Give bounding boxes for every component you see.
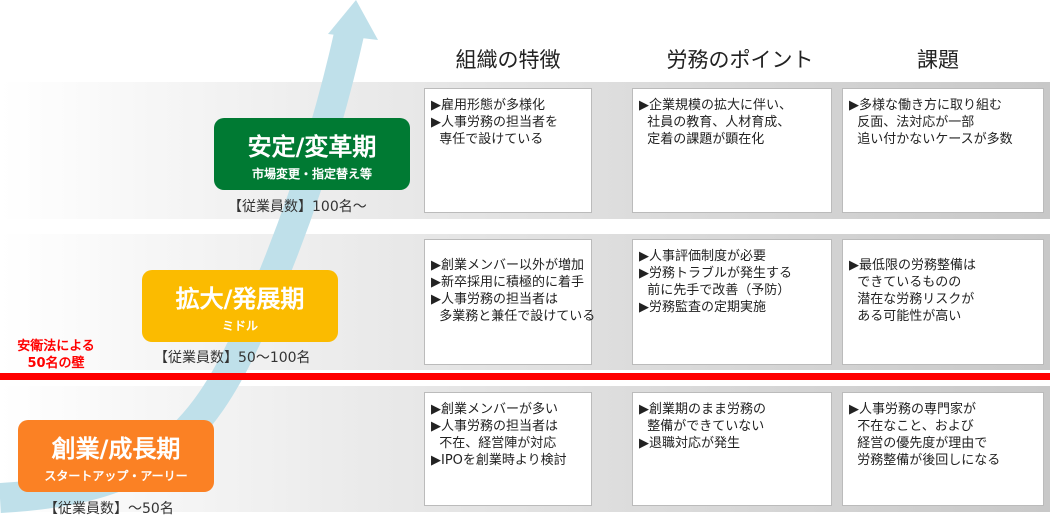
header-issues: 課題 — [917, 48, 959, 72]
phase-subtitle: ミドル — [221, 319, 258, 333]
cell-startup-labor: ▶創業期のまま労務の 整備ができていない ▶退職対応が発生 — [632, 392, 832, 506]
cell-expansion-issues: ▶最低限の労務整備は できているものの 潜在な労務リスクが ある可能性が高い — [842, 239, 1044, 365]
cell-expansion-organization: ▶創業メンバー以外が増加 ▶新卒採用に積極的に着手 ▶人事労務の担当者は 多業務… — [424, 239, 595, 365]
phase-stable: 安定/変革期市場変更・指定替え等 — [214, 118, 410, 190]
phase-subtitle: 市場変更・指定替え等 — [251, 167, 372, 181]
fifty-employee-wall-line — [0, 373, 1050, 380]
employee-count: 【従業員数】〜50名 — [44, 501, 174, 517]
header-organization: 組織の特徴 — [455, 48, 561, 72]
cell-startup-issues: ▶人事労務の専門家が 不在なこと、および 経営の優先度が理由で 労務整備が後回し… — [842, 392, 1044, 506]
phase-subtitle: スタートアップ・アーリー — [44, 469, 188, 483]
cell-stable-issues: ▶多様な働き方に取り組む 反面、法対応が一部 追い付かないケースが多数 — [842, 88, 1044, 213]
phase-title: 創業/成長期 — [51, 435, 181, 463]
cell-startup-organization: ▶創業メンバーが多い ▶人事労務の担当者は 不在、経営陣が対応 ▶IPOを創業時… — [424, 392, 592, 506]
cell-stable-organization: ▶雇用形態が多様化 ▶人事労務の担当者を 専任で設けている — [424, 88, 592, 213]
phase-title: 安定/変革期 — [247, 133, 377, 161]
employee-count: 【従業員数】50〜100名 — [154, 350, 311, 366]
header-labor-points: 労務のポイント — [666, 48, 814, 72]
cell-expansion-labor: ▶人事評価制度が必要 ▶労務トラブルが発生する 前に先手で改善（予防） ▶労務監… — [632, 239, 832, 365]
phase-title: 拡大/発展期 — [175, 285, 305, 313]
cell-stable-labor: ▶企業規模の拡大に伴い、 社員の教育、人材育成、 定着の課題が顕在化 — [632, 88, 832, 213]
employee-count: 【従業員数】100名〜 — [228, 199, 367, 215]
wall-label: 安衛法による 50名の壁 — [17, 339, 95, 371]
phase-startup: 創業/成長期スタートアップ・アーリー — [18, 420, 214, 492]
phase-expansion: 拡大/発展期ミドル — [142, 270, 338, 342]
